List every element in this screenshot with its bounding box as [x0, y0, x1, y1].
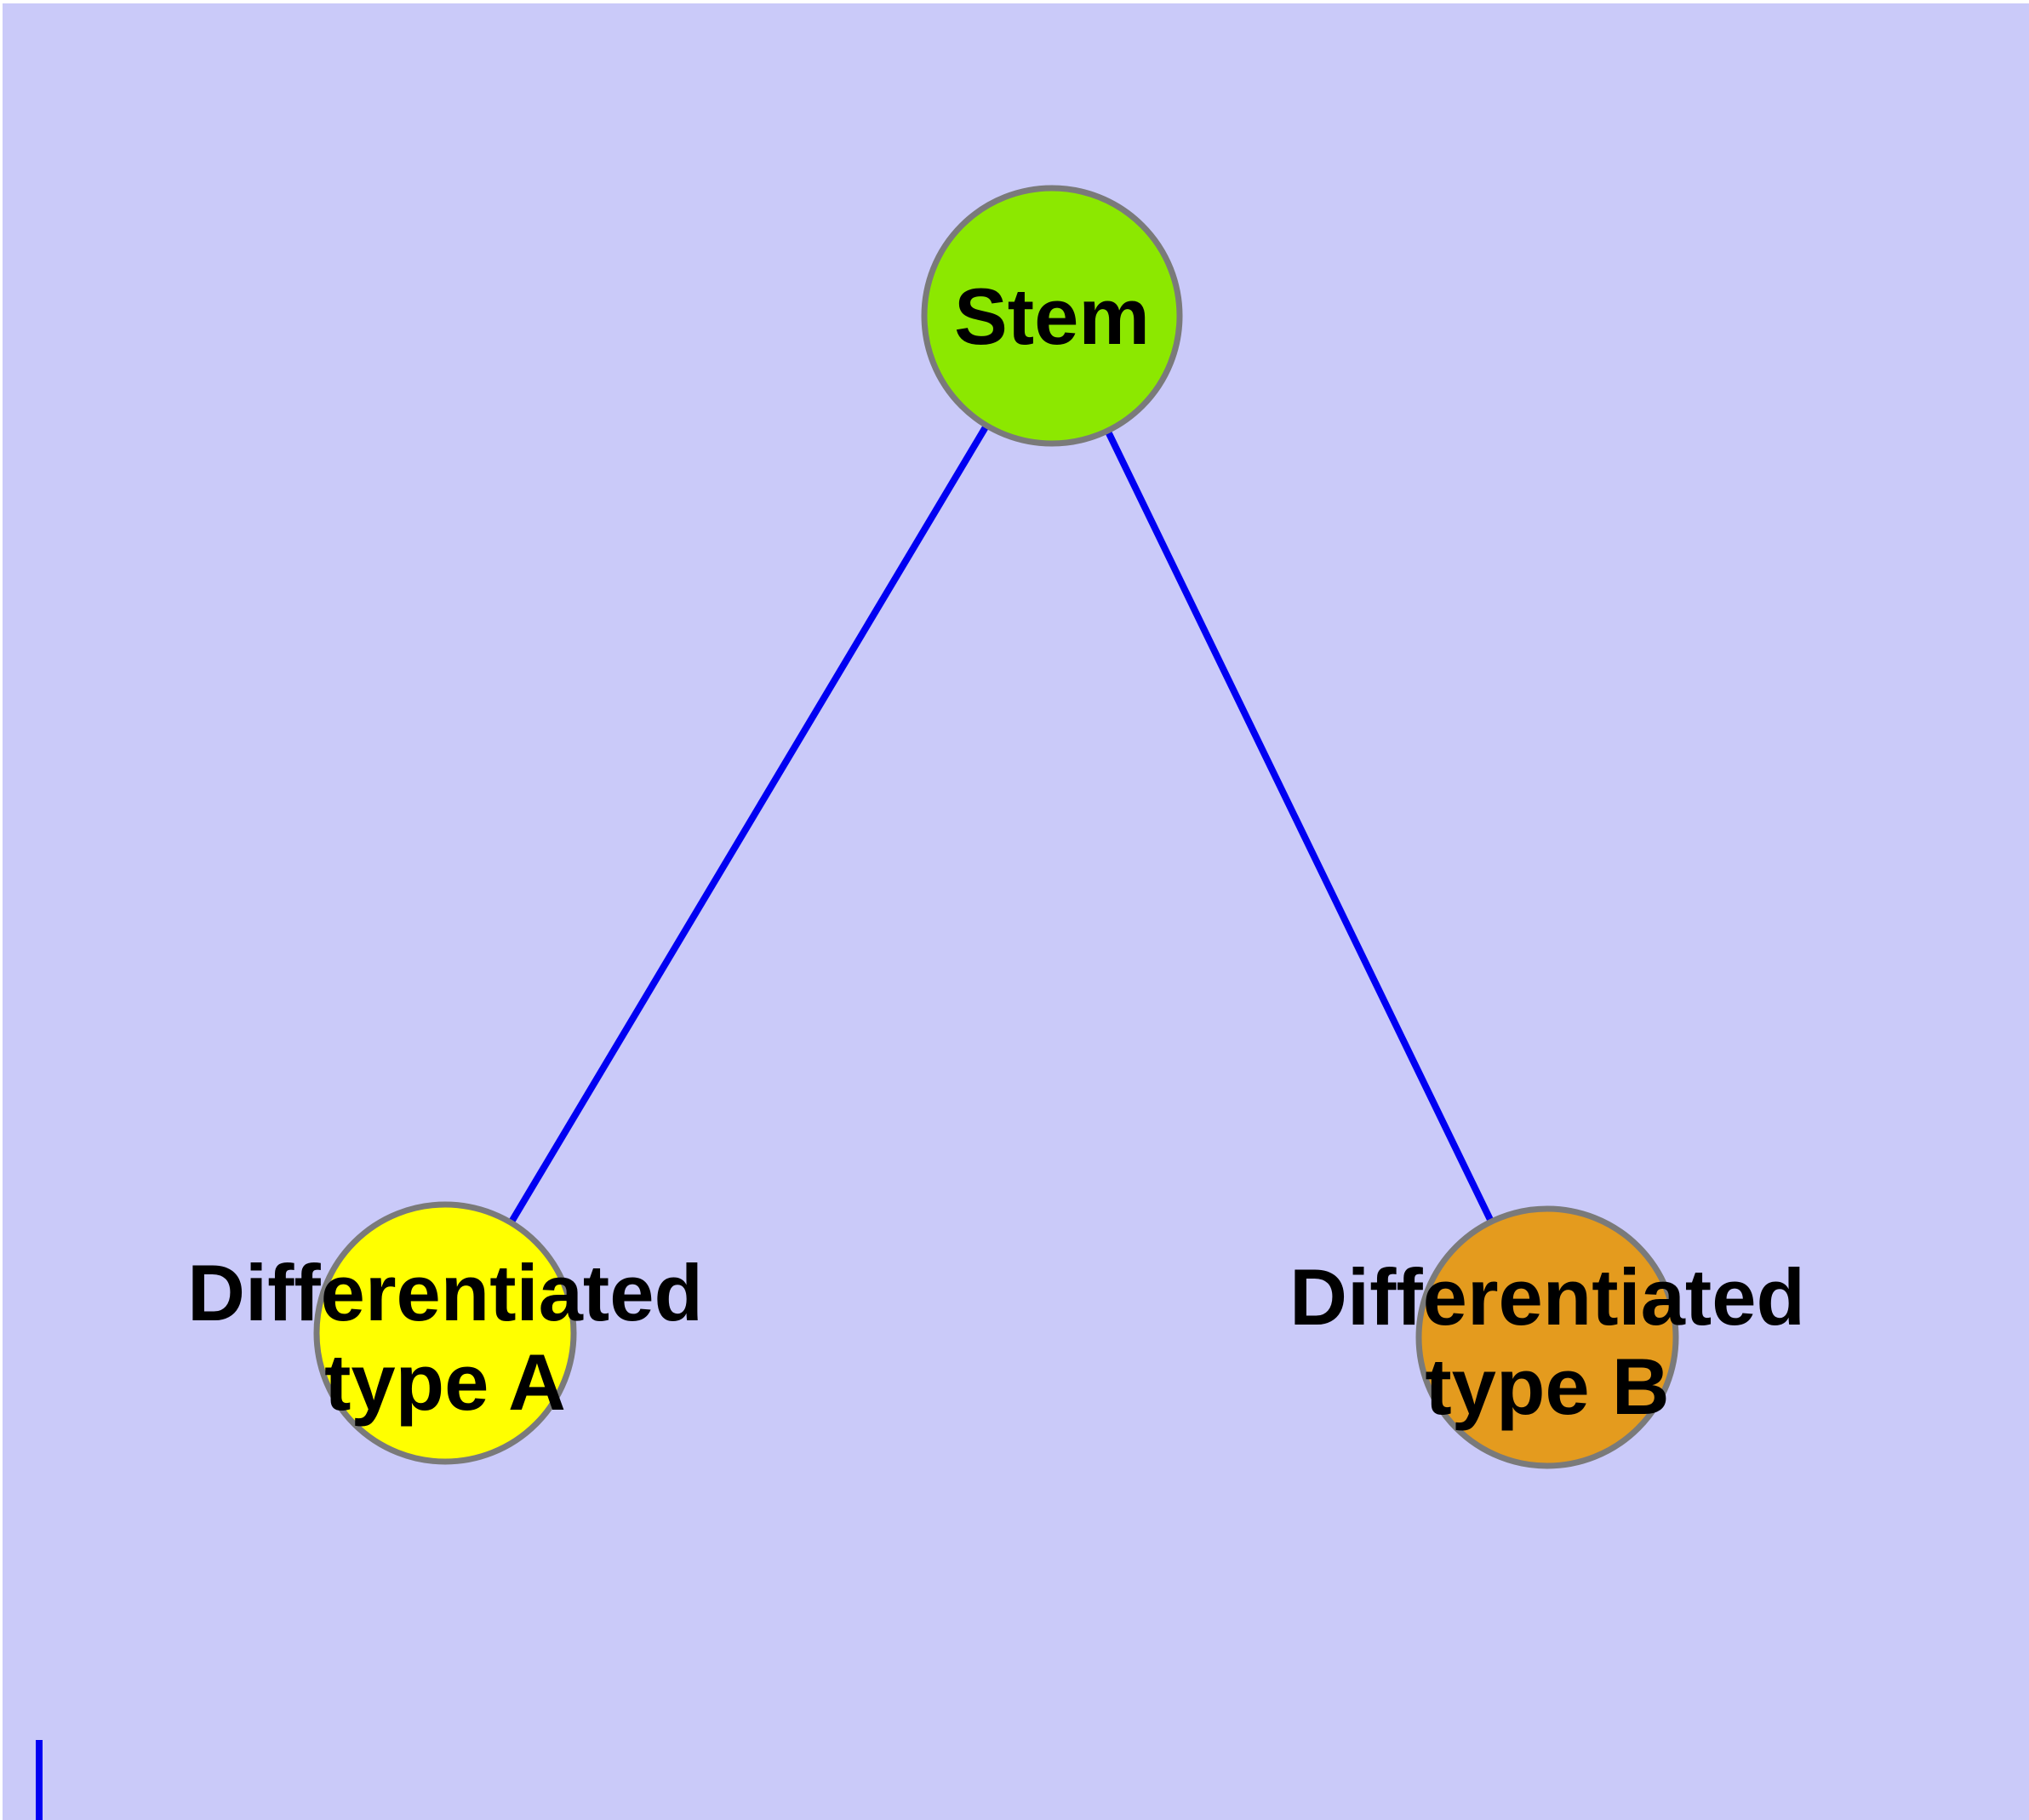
label-type-b-line2: type B: [1425, 1342, 1669, 1431]
node-differentiated-type-b: [1415, 1205, 1679, 1469]
label-stem: Stem: [954, 272, 1150, 361]
label-type-a-line2: type A: [324, 1337, 566, 1427]
node-differentiated-type-a: [313, 1201, 577, 1465]
top-margin-strip: [0, 0, 2029, 3]
label-type-b-line1: Differentiated: [1289, 1252, 1805, 1342]
edge-stem-to-type-b: [1049, 314, 1551, 1339]
left-margin-strip: [0, 0, 3, 1820]
node-stem: [921, 185, 1183, 447]
edge-stem-to-type-a: [442, 313, 1055, 1336]
label-type-a-line1: Differentiated: [187, 1248, 703, 1337]
